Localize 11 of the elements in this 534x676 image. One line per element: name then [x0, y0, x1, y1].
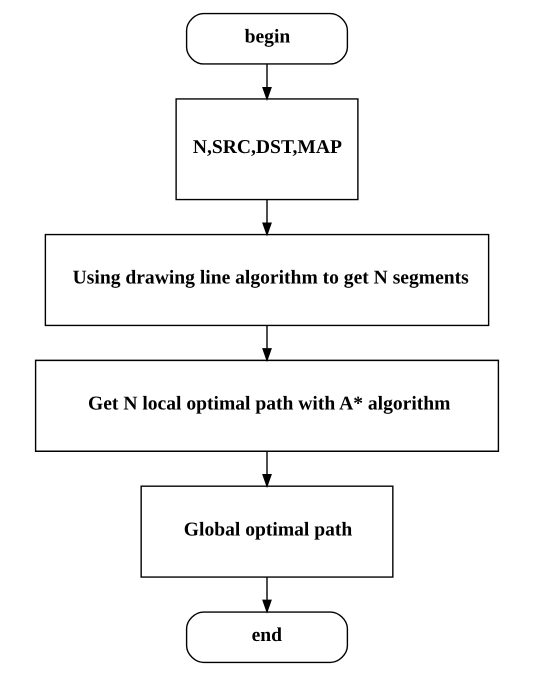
arrow: [262, 452, 272, 488]
arrow: [262, 200, 272, 237]
node-box: end: [186, 611, 348, 664]
node-box: N,SRC,DST,MAP: [175, 98, 359, 200]
node-box: Get N local optimal path with A* algorithm: [34, 360, 500, 452]
node-box: Global optimal path: [140, 486, 394, 578]
node-box: Using drawing line algorithm to get N segments: [44, 234, 490, 326]
arrow: [262, 326, 272, 362]
arrow: [262, 64, 272, 101]
node-box: begin: [186, 12, 348, 65]
arrow: [262, 577, 272, 614]
